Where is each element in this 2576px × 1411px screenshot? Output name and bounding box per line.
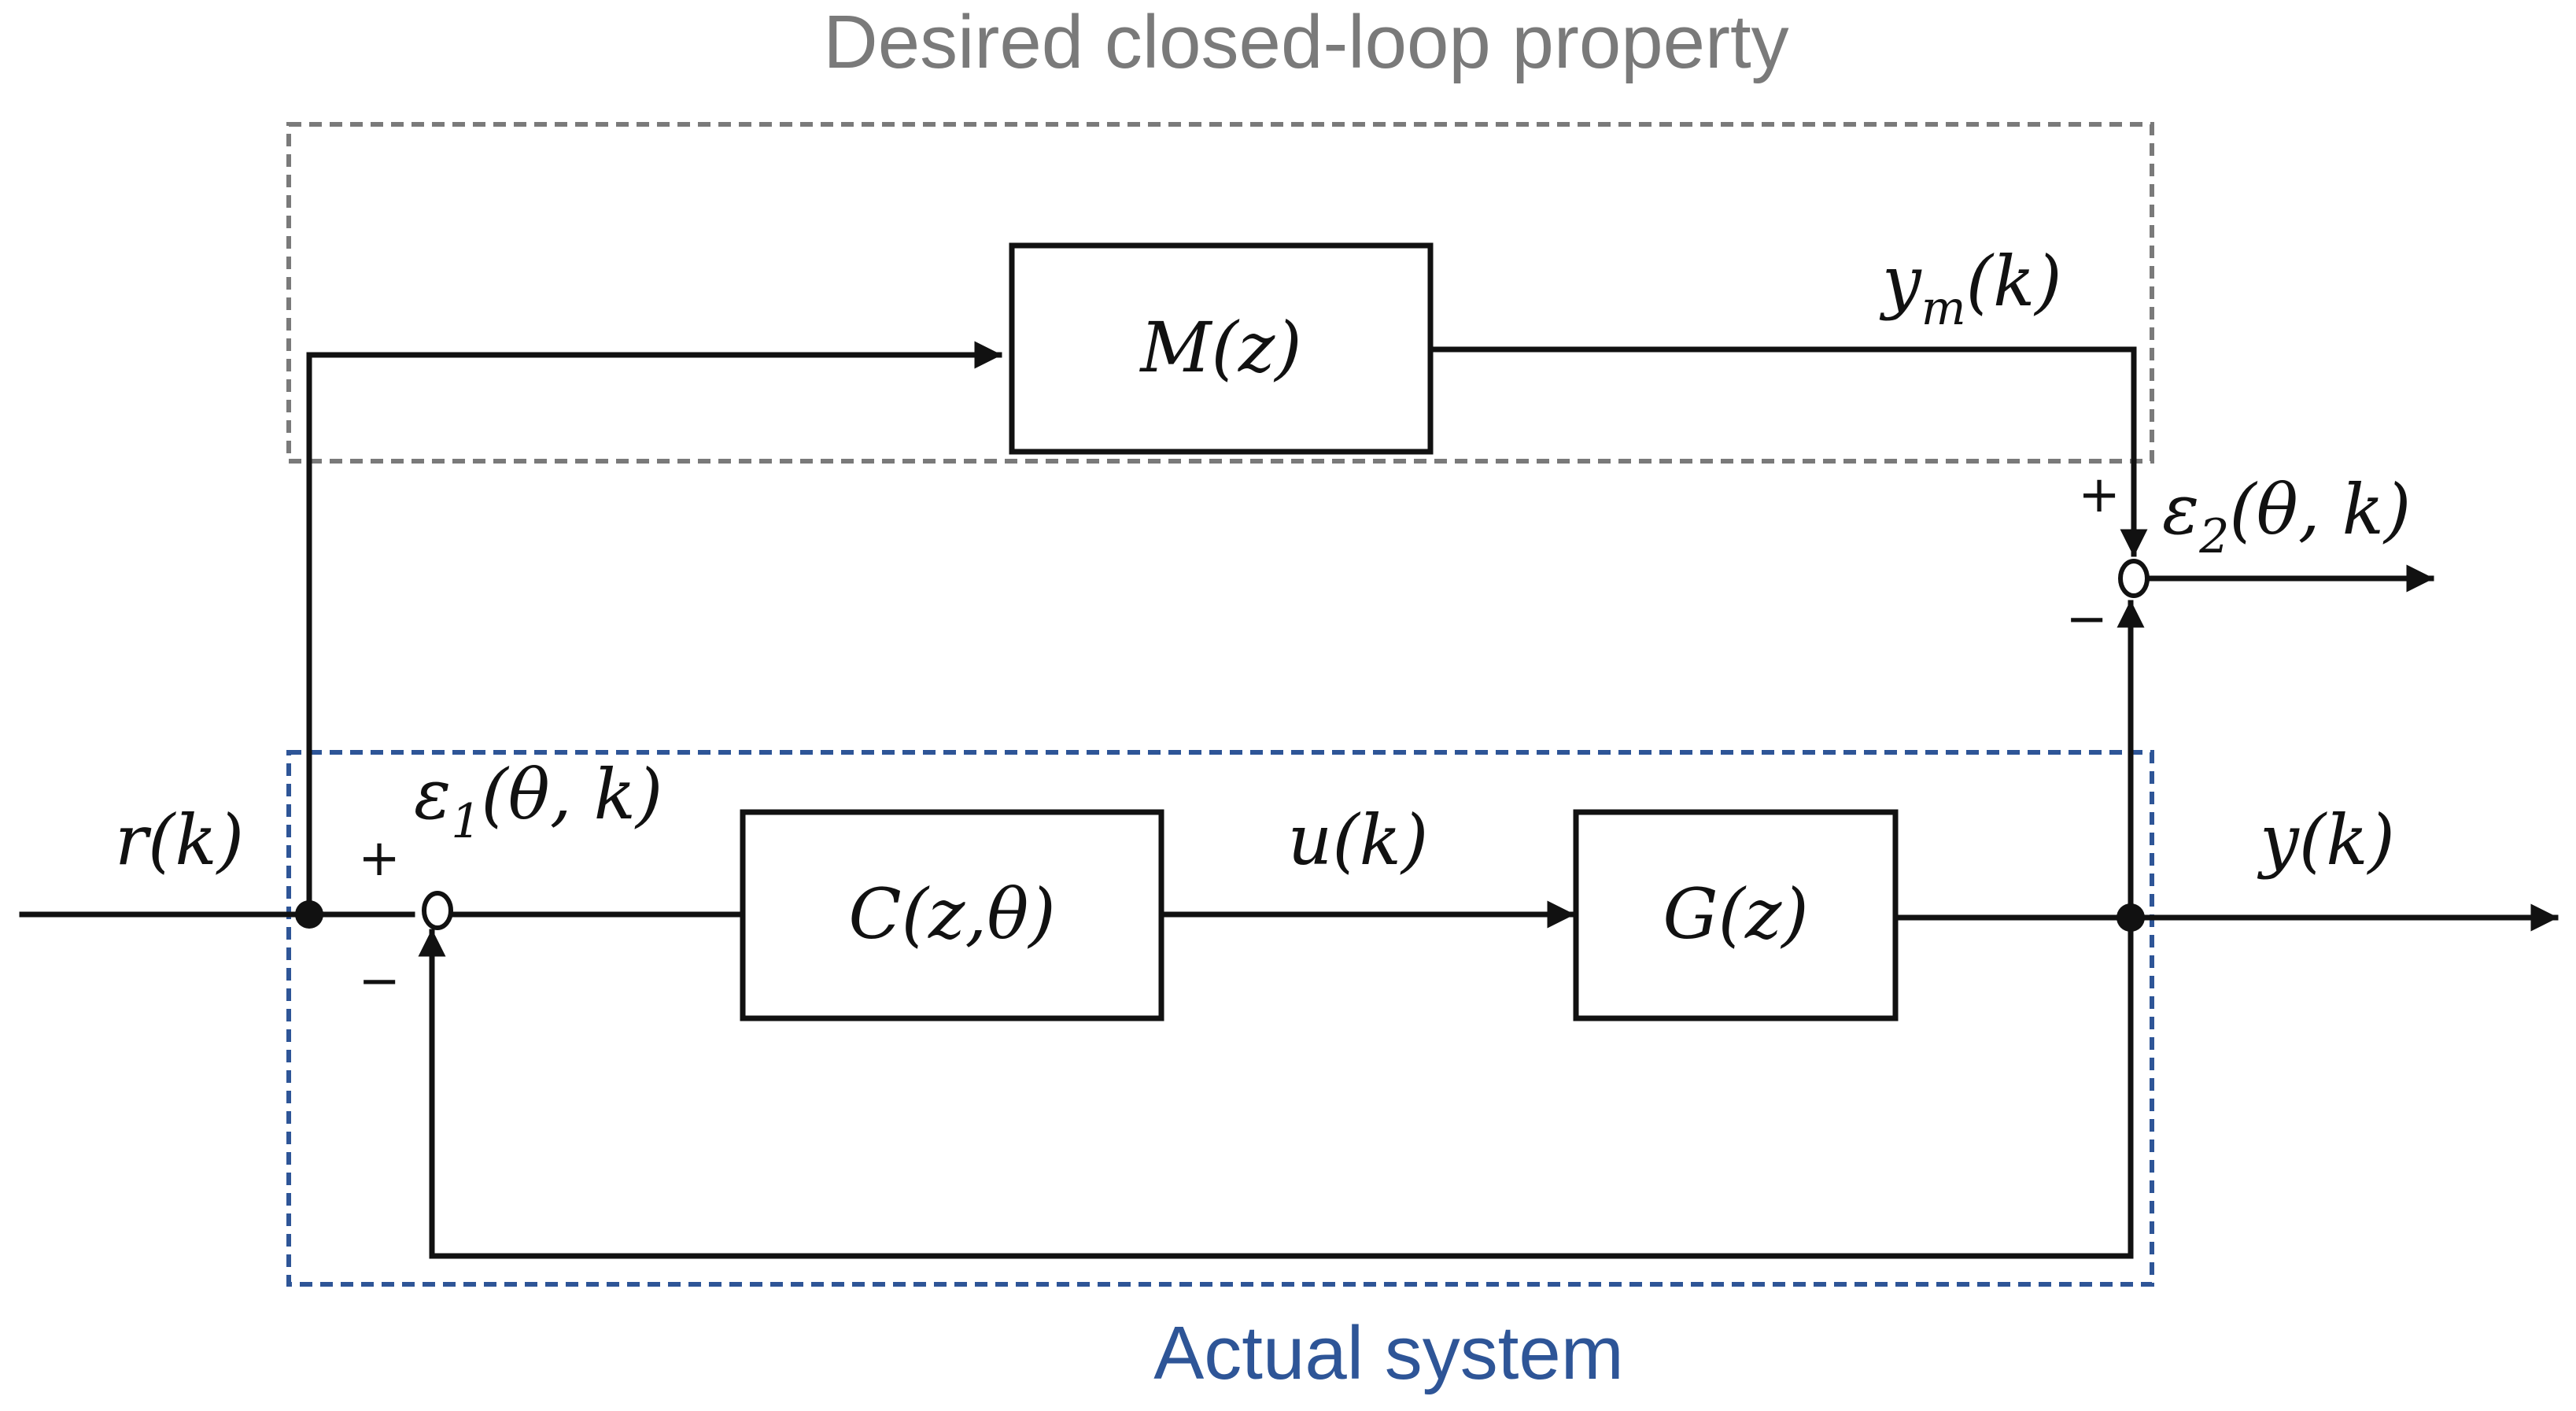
plant-block: G(z)	[1573, 809, 1899, 1021]
controller-block: C(z,θ)	[740, 809, 1164, 1021]
desired-region-frame	[286, 122, 2154, 464]
control-signal-label: u(k)	[1288, 800, 1429, 881]
reference-to-model-wire	[306, 341, 1002, 918]
desired-region-label: Desired closed-loop property	[823, 0, 1788, 84]
controller-block-label: C(z,θ)	[848, 874, 1055, 955]
summing-junction-1	[422, 891, 453, 930]
model-block-label: M(z)	[1139, 307, 1301, 388]
plant-block-label: G(z)	[1663, 874, 1808, 955]
model-to-summer2-wire	[1427, 346, 2148, 557]
output-branch-node	[2117, 903, 2145, 932]
summer1-plus-sign: +	[358, 829, 400, 888]
output-signal-label: y(k)	[2257, 800, 2395, 881]
feedback-wire	[418, 914, 2134, 1259]
summer1-minus-sign: −	[358, 952, 400, 1010]
summing-junction-2	[2118, 559, 2150, 598]
error1-signal-label: ε1(θ, k)	[414, 754, 662, 849]
reference-signal-label: r(k)	[115, 800, 244, 881]
reference-branch-node	[295, 900, 323, 929]
summer2-minus-sign: −	[2065, 590, 2108, 648]
actual-system-label: Actual system	[1153, 1311, 1624, 1395]
model-block: M(z)	[1009, 242, 1434, 455]
error2-signal-label: ε2(θ, k)	[2162, 469, 2411, 564]
model-output-signal-label: ym(k)	[1879, 241, 2062, 336]
actual-system-frame	[286, 750, 2154, 1287]
summer2-plus-sign: +	[2078, 466, 2120, 524]
